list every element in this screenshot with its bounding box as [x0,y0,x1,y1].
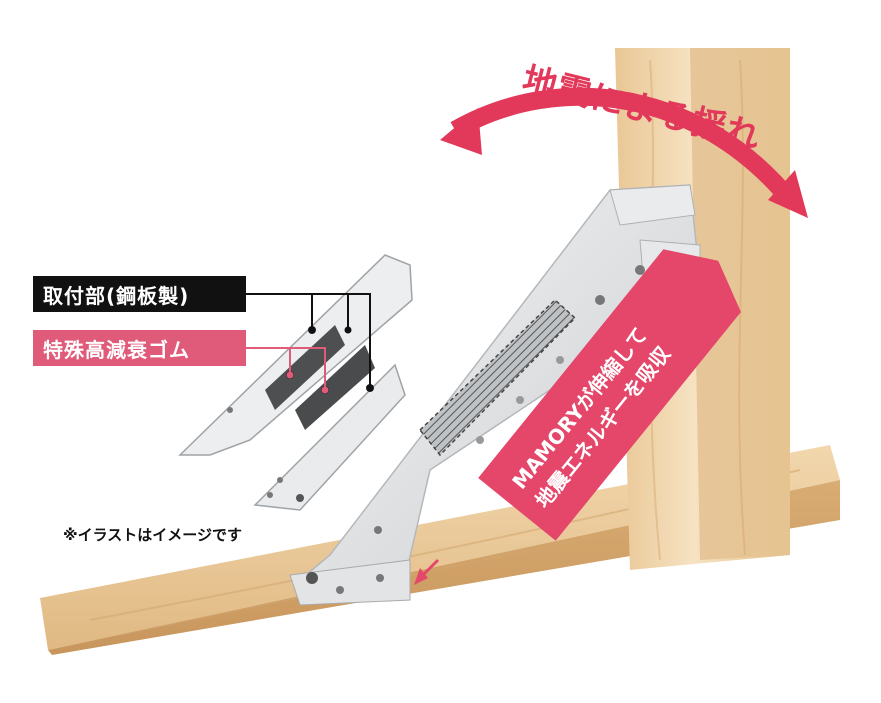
installed-damper [289,184,701,606]
illustration-disclaimer: ※イラストはイメージです [63,526,242,544]
steel-mount-label: 取付部(鋼板製) [33,276,246,312]
sway-arrow [440,87,808,218]
leader-lines [246,293,374,394]
rubber-hatched-panel [418,298,577,457]
rubber-label: 特殊高減衰ゴム [33,330,246,366]
rubber-pad-front [265,325,345,410]
exploded-damper-parts [178,254,413,511]
rubber-pad-rear [295,345,375,430]
